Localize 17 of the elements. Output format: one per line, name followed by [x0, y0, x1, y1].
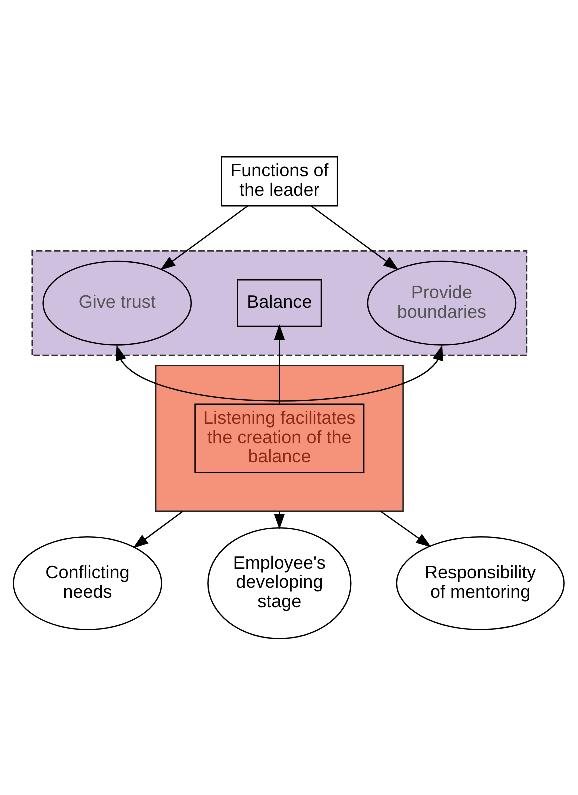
cluster — [32, 250, 528, 356]
arrow — [274, 510, 286, 530]
arrow — [310, 205, 400, 270]
node-box: Functions of the leader — [221, 156, 338, 206]
node-box: Listening facilitates the creation of the balance — [194, 403, 365, 473]
node-box: Balance — [237, 279, 322, 327]
node-ellipse: Responsibility of mentoring — [396, 536, 565, 630]
arrow — [274, 324, 286, 404]
node-ellipse: Employee's developing stage — [208, 526, 352, 639]
cluster — [155, 364, 404, 512]
node-ellipse: Give trust — [42, 260, 192, 346]
arrow — [160, 205, 248, 270]
arrow — [116, 344, 444, 402]
node-ellipse: Conflicting needs — [13, 536, 162, 630]
arrow — [133, 510, 184, 548]
arrow — [380, 510, 432, 547]
node-ellipse: Provide boundaries — [367, 260, 517, 346]
